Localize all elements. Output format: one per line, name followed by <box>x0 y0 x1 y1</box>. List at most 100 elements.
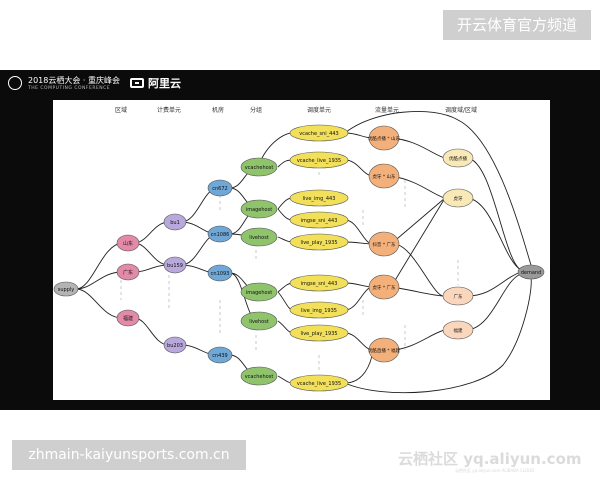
column-header-room: 机房 <box>212 106 224 114</box>
node-label: imgse_sni_443 <box>301 281 338 287</box>
edge <box>466 273 522 331</box>
edge <box>390 197 446 288</box>
edge <box>75 242 123 290</box>
node-label: imgse_sni_443 <box>301 218 338 224</box>
node-sched-7[interactable]: live_img_1935 <box>289 301 349 319</box>
node-sched-4[interactable]: imgse_sni_443 <box>289 211 349 229</box>
node-domain-huya[interactable]: 虎牙 <box>442 188 474 208</box>
node-label: vcache_live_1935 <box>297 381 341 387</box>
node-group-vcachehost-2[interactable]: vcachehost <box>240 366 278 386</box>
conference-title: 2018云栖大会 · 重庆峰会 <box>28 76 120 85</box>
node-sched-3[interactable]: live_img_443 <box>289 189 349 207</box>
node-label: cn1093 <box>211 271 230 277</box>
node-sched-6[interactable]: imgse_sni_443 <box>289 274 349 292</box>
node-label: 广东 <box>454 293 463 300</box>
edge <box>133 221 170 244</box>
aliyun-brand-text: 阿里云 <box>148 77 181 90</box>
node-label: bu203 <box>167 343 183 349</box>
conference-globe-icon <box>8 76 22 90</box>
edge <box>133 317 170 346</box>
node-room-cn1093[interactable]: cn1093 <box>207 264 233 282</box>
nodes: supply 山东 广东 福建 bu1 <box>53 124 545 392</box>
node-domain-fujian[interactable]: 福建 <box>442 320 474 340</box>
node-label: bu1 <box>170 220 180 226</box>
node-flow-2[interactable]: 虎牙 * 山东 <box>368 163 400 189</box>
node-label: vcachehost <box>245 165 274 171</box>
node-region-guangdong[interactable]: 广东 <box>116 263 140 281</box>
node-room-cn439[interactable]: cn439 <box>207 346 233 364</box>
node-flow-1[interactable]: 优酷点播 * 山东 <box>368 125 401 151</box>
scheduling-diagram: 区域 计费单元 机房 分组 调度单元 流量单元 调度域/区域 <box>53 100 550 400</box>
node-group-vcachehost-1[interactable]: vcachehost <box>240 157 278 177</box>
node-flow-3[interactable]: 抖音 * 广东 <box>368 231 400 257</box>
node-label: 广东 <box>123 269 133 276</box>
node-group-livehost-1[interactable]: livehost <box>240 227 278 247</box>
column-header-group: 分组 <box>250 106 262 114</box>
node-sched-2[interactable]: vcache_live_1935 <box>289 151 349 169</box>
edge <box>344 159 374 177</box>
node-label: live_img_1935 <box>301 308 337 314</box>
node-label: vcache_sni_443 <box>299 131 338 137</box>
node-label: vcache_live_1935 <box>297 158 341 164</box>
node-flow-4[interactable]: 虎牙 * 广东 <box>368 274 400 300</box>
node-label: live_img_443 <box>303 196 336 202</box>
edge <box>75 288 123 319</box>
edge <box>344 332 374 351</box>
node-supply[interactable]: supply <box>53 281 79 297</box>
node-demand[interactable]: demand <box>517 264 545 280</box>
node-sched-1[interactable]: vcache_sni_443 <box>289 124 349 142</box>
node-label: imagehost <box>246 207 272 213</box>
node-group-imagehost-1[interactable]: imagehost <box>240 199 278 219</box>
top-watermark: 开云体育官方频道 <box>443 10 591 40</box>
node-label: cn672 <box>212 186 227 192</box>
edge <box>344 219 374 245</box>
node-label: livehost <box>249 319 269 325</box>
node-label: 优酷点播 * 山东 <box>368 135 401 142</box>
node-label: 福建 <box>454 327 463 334</box>
column-header-region: 区域 <box>115 106 127 114</box>
node-billing-bu1[interactable]: bu1 <box>163 213 187 231</box>
node-region-fujian[interactable]: 福建 <box>116 309 140 327</box>
column-header-flow: 流量单元 <box>375 106 399 114</box>
node-label: live_play_1935 <box>300 240 337 246</box>
edge <box>344 111 532 266</box>
node-group-imagehost-2[interactable]: imagehost <box>240 282 278 302</box>
node-label: 福建 <box>123 315 133 322</box>
node-label: 虎牙 * 广东 <box>372 284 396 291</box>
diagram-svg: 区域 计费单元 机房 分组 调度单元 流量单元 调度域/区域 <box>53 106 545 394</box>
column-header-billing: 计费单元 <box>157 106 181 114</box>
edge <box>466 271 522 297</box>
edge <box>390 329 446 351</box>
edge <box>344 277 532 394</box>
conference-slide: 2018云栖大会 · 重庆峰会 THE COMPUTING CONFERENCE… <box>0 70 600 473</box>
aliyun-mark-icon <box>130 78 144 88</box>
node-room-cn672[interactable]: cn672 <box>207 179 233 197</box>
node-billing-bu159[interactable]: bu159 <box>163 256 187 274</box>
yunqi-watermark-sub: 云栖社区 yq.aliyun.com ALIBABA CLOUD <box>455 468 535 473</box>
node-region-shandong[interactable]: 山东 <box>116 234 140 252</box>
node-label: live_play_1935 <box>300 331 337 337</box>
column-headers: 区域 计费单元 机房 分组 调度单元 流量单元 调度域/区域 <box>115 106 477 114</box>
node-group-livehost-2[interactable]: livehost <box>240 311 278 331</box>
node-label: bu159 <box>167 263 183 269</box>
node-sched-8[interactable]: live_play_1935 <box>289 324 349 342</box>
edge <box>277 291 294 311</box>
node-label: 优酷点播 <box>449 155 467 162</box>
node-billing-bu203[interactable]: bu203 <box>163 336 187 354</box>
node-sched-5[interactable]: live_play_1935 <box>289 233 349 251</box>
node-label: supply <box>58 287 75 293</box>
node-room-cn1086[interactable]: cn1086 <box>207 225 233 243</box>
node-label: demand <box>521 270 542 276</box>
node-label: vcachehost <box>245 374 274 380</box>
edge <box>344 349 374 384</box>
node-sched-9[interactable]: vcache_live_1935 <box>289 374 349 392</box>
node-label: imagehost <box>246 290 272 296</box>
node-flow-5[interactable]: 优酷直播 * 福建 <box>368 337 401 363</box>
node-label: 山东 <box>123 240 133 247</box>
node-domain-youku-vod[interactable]: 优酷点播 <box>442 148 474 168</box>
node-domain-guangdong[interactable]: 广东 <box>442 286 474 306</box>
edge <box>466 197 522 271</box>
edge <box>133 264 170 273</box>
edge <box>390 175 446 199</box>
column-header-sched: 调度单元 <box>307 106 331 114</box>
